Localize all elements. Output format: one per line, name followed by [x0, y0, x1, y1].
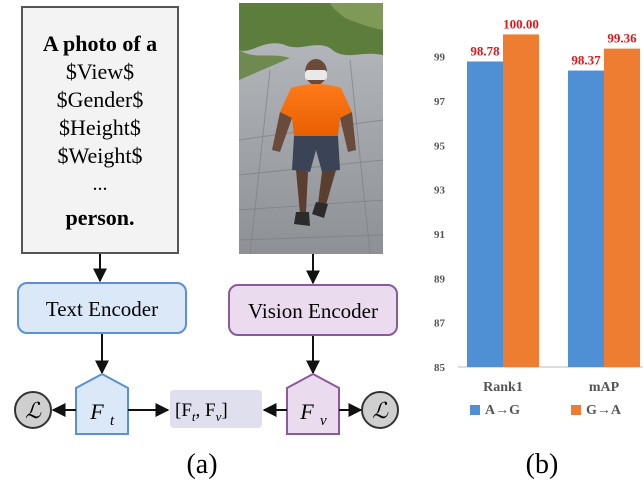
concat-open: [F — [175, 400, 192, 421]
bar-value-label: 98.78 — [470, 43, 500, 58]
ft-symbol: F — [89, 399, 104, 424]
y-tick-label: 97 — [434, 96, 446, 108]
prompt-line-weight: $Weight$ — [58, 143, 143, 168]
prompt-line-ellipsis: ... — [93, 173, 108, 195]
person-walking-photo — [238, 3, 384, 255]
y-tick-label: 85 — [434, 362, 446, 374]
concat-t-sub: t — [192, 409, 196, 424]
concat-v-sub: v — [216, 409, 222, 424]
ft-feature-node: F t — [75, 372, 129, 435]
fv-symbol: F — [299, 399, 314, 424]
vision-encoder-label: Vision Encoder — [248, 299, 378, 323]
y-tick-label: 95 — [434, 140, 446, 152]
caption-a: (a) — [186, 449, 217, 480]
ft-subscript: t — [110, 413, 115, 429]
fv-feature-node: F v — [286, 372, 340, 435]
vision-encoder-box: Vision Encoder — [228, 284, 398, 336]
prompt-line-view: $View$ — [66, 59, 134, 84]
bar-rank1-series-1 — [467, 61, 503, 367]
prompt-line-gender: $Gender$ — [57, 87, 144, 112]
y-tick-label: 93 — [434, 185, 446, 197]
prompt-line-height: $Height$ — [59, 115, 141, 140]
prompt-line-1: A photo of a — [43, 31, 157, 56]
bar-value-label: 100.00 — [503, 16, 539, 31]
prompt-line-person: person. — [65, 205, 134, 230]
y-tick-label: 99 — [434, 52, 446, 64]
loss-left-node: ℒ — [14, 391, 52, 429]
fv-subscript: v — [320, 413, 327, 429]
caption-b: (b) — [526, 449, 559, 480]
prompt-box: A photo of a $View$ $Gender$ $Height$ $W… — [21, 6, 179, 254]
bar-value-label: 99.36 — [607, 31, 637, 46]
y-tick-label: 89 — [434, 273, 446, 285]
loss-right-node: ℒ — [361, 391, 399, 429]
bar-value-label: 98.37 — [571, 53, 601, 68]
x-category-label: Rank1 — [483, 380, 523, 395]
legend-swatch — [470, 405, 480, 415]
bar-map-series-2 — [604, 48, 640, 367]
svg-text:[Ft, Fv]: [Ft, Fv] — [175, 400, 228, 424]
bar-rank1-series-2 — [503, 34, 539, 368]
x-category-label: mAP — [589, 380, 620, 395]
legend-label: A→G — [485, 403, 520, 418]
legend-swatch — [571, 405, 581, 415]
legend-label: G→A — [586, 403, 622, 418]
concat-mid: , F — [196, 400, 216, 421]
concat-close: ] — [221, 400, 227, 421]
loss-left-symbol: ℒ — [25, 398, 42, 423]
y-tick-label: 87 — [434, 318, 446, 330]
y-tick-label: 91 — [434, 229, 445, 241]
text-encoder-box: Text Encoder — [17, 282, 187, 334]
bar-map-series-1 — [568, 70, 604, 367]
concat-feature-node: [Ft, Fv] — [170, 390, 262, 428]
loss-right-symbol: ℒ — [372, 398, 389, 423]
text-encoder-label: Text Encoder — [46, 297, 158, 321]
